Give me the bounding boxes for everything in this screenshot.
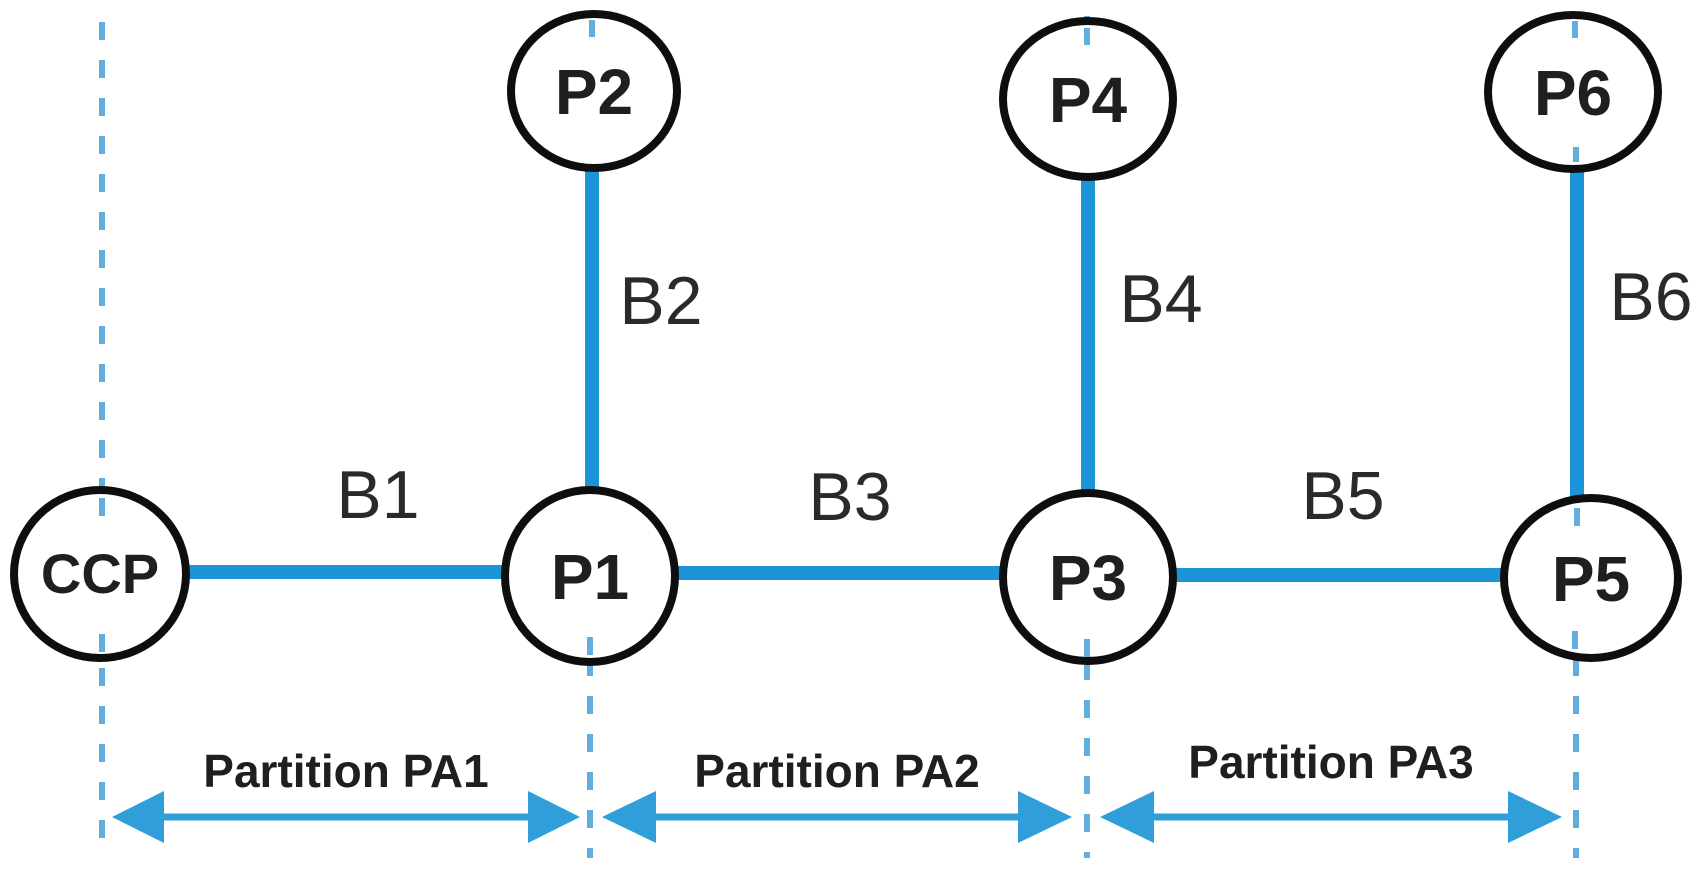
node-p6-circle: [1484, 11, 1662, 173]
node-ccp-label: CCP: [41, 542, 159, 605]
node-p2-circle: [507, 10, 681, 172]
node-p5: P5: [1500, 494, 1682, 662]
partition-pa3-label: Partition PA3: [1188, 736, 1473, 788]
partition-pa1-arrowhead-left: [112, 791, 164, 843]
branch-b3-label: B3: [808, 459, 891, 535]
node-p5-circle: [1500, 494, 1682, 662]
node-p3-label: P3: [1049, 542, 1127, 614]
node-p1: P1: [501, 486, 679, 666]
partition-pa1-label: Partition PA1: [203, 745, 488, 797]
partition-pa2: Partition PA2: [602, 745, 1072, 843]
branch-b5-label: B5: [1301, 458, 1384, 534]
node-p2: P2: [507, 10, 681, 172]
node-p3: P3: [999, 489, 1177, 665]
branch-b6-label: B6: [1609, 259, 1692, 335]
partition-pa3-arrowhead-right: [1508, 791, 1562, 843]
node-p6-label: P6: [1534, 57, 1612, 129]
partition-pa3-arrowhead-left: [1100, 791, 1154, 843]
node-ccp: CCP: [10, 486, 190, 662]
node-p1-label: P1: [551, 541, 629, 613]
node-p2-label: P2: [555, 56, 633, 128]
node-p6: P6: [1484, 11, 1662, 173]
partition-pa1: Partition PA1: [112, 745, 580, 843]
node-p4: P4: [999, 17, 1177, 181]
node-p4-circle: [999, 17, 1177, 181]
node-p3-circle: [999, 489, 1177, 665]
branch-b2-label: B2: [619, 263, 702, 339]
branch-b1-label: B1: [336, 457, 419, 533]
node-p1-circle: [501, 486, 679, 666]
partition-pa2-arrowhead-right: [1018, 791, 1072, 843]
partition-pa1-arrowhead-right: [528, 791, 580, 843]
partition-pa2-label: Partition PA2: [694, 745, 979, 797]
node-ccp-circle: [10, 486, 190, 662]
partition-pa3: Partition PA3: [1100, 736, 1562, 843]
node-p5-label: P5: [1552, 543, 1630, 615]
node-p4-label: P4: [1049, 64, 1128, 136]
branch-b4-label: B4: [1119, 261, 1202, 337]
partition-pa2-arrowhead-left: [602, 791, 656, 843]
